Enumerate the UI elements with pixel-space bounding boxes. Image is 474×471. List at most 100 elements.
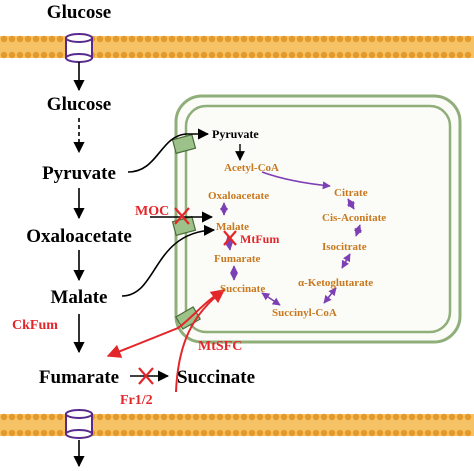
membrane-dot bbox=[264, 413, 272, 421]
membrane-dot bbox=[376, 413, 384, 421]
membrane-dot bbox=[136, 51, 144, 59]
tca-malate-label: Malate bbox=[216, 221, 249, 233]
membrane-dot bbox=[408, 35, 416, 43]
membrane-dot bbox=[408, 51, 416, 59]
moc-label: MOC bbox=[135, 204, 169, 219]
mitochondrion bbox=[174, 94, 462, 344]
membrane-dot bbox=[336, 51, 344, 59]
membrane-dot bbox=[392, 35, 400, 43]
membrane-dot bbox=[272, 413, 280, 421]
transporter-bottom bbox=[65, 409, 93, 439]
membrane-dot bbox=[408, 429, 416, 437]
membrane-dot bbox=[296, 35, 304, 43]
mito-transporter-pyruvate bbox=[171, 133, 197, 155]
membrane-dot bbox=[280, 413, 288, 421]
membrane-dot bbox=[208, 35, 216, 43]
membrane-dot bbox=[176, 35, 184, 43]
membrane-dot bbox=[336, 35, 344, 43]
membrane-dot bbox=[304, 413, 312, 421]
membrane-dot bbox=[176, 429, 184, 437]
membrane-dot bbox=[320, 35, 328, 43]
arrow-malate-export bbox=[121, 224, 216, 297]
membrane-dot bbox=[184, 413, 192, 421]
membrane-dot bbox=[360, 51, 368, 59]
membrane-dot bbox=[152, 429, 160, 437]
membrane-dot bbox=[456, 51, 464, 59]
tca-cis-aconitate-label: Cis-Aconitate bbox=[322, 212, 386, 224]
tca-citrate-label: Citrate bbox=[334, 187, 368, 199]
membrane-dot bbox=[288, 429, 296, 437]
succinate-label: Succinate bbox=[177, 367, 255, 388]
membrane-dot bbox=[200, 429, 208, 437]
membrane-dot bbox=[424, 51, 432, 59]
membrane-dot bbox=[328, 429, 336, 437]
membrane-dot bbox=[408, 413, 416, 421]
membrane-dot bbox=[384, 51, 392, 59]
membrane-dot bbox=[48, 51, 56, 59]
tca-fumarate-label: Fumarate bbox=[214, 253, 261, 265]
membrane-dot bbox=[240, 35, 248, 43]
membrane-dot bbox=[320, 429, 328, 437]
tca-oxaloacetate-label: Oxaloacetate bbox=[208, 190, 269, 202]
membrane-dot bbox=[184, 429, 192, 437]
membrane-dot bbox=[104, 413, 112, 421]
membrane-dot bbox=[96, 413, 104, 421]
membrane-dot bbox=[32, 413, 40, 421]
membrane-dot bbox=[56, 51, 64, 59]
membrane-dot bbox=[256, 35, 264, 43]
membrane-dot bbox=[24, 35, 32, 43]
glucose-outside-label: Glucose bbox=[47, 2, 111, 23]
membrane-dot bbox=[288, 35, 296, 43]
membrane-dot bbox=[0, 413, 8, 421]
membrane-dot bbox=[104, 35, 112, 43]
membrane-dot bbox=[96, 429, 104, 437]
membrane-dot bbox=[344, 51, 352, 59]
glucose-transporter-top bbox=[65, 33, 93, 63]
membrane-dot bbox=[112, 51, 120, 59]
membrane-dot bbox=[312, 429, 320, 437]
arrow-mtsfc-fumarate-import bbox=[175, 289, 226, 393]
membrane-dot bbox=[128, 35, 136, 43]
membrane-dot bbox=[464, 35, 472, 43]
membrane-dot bbox=[432, 413, 440, 421]
membrane-dot bbox=[376, 429, 384, 437]
membrane-dot bbox=[128, 413, 136, 421]
membrane-dot bbox=[216, 413, 224, 421]
membrane-dot bbox=[392, 51, 400, 59]
membrane-dot bbox=[48, 429, 56, 437]
membrane-dot bbox=[304, 429, 312, 437]
membrane-dot bbox=[152, 35, 160, 43]
membrane-dot bbox=[256, 413, 264, 421]
membrane-dot bbox=[16, 35, 24, 43]
membrane-dot bbox=[368, 429, 376, 437]
membrane-dot bbox=[48, 35, 56, 43]
membrane-dot bbox=[392, 413, 400, 421]
membrane-dot bbox=[432, 429, 440, 437]
membrane-dot bbox=[160, 413, 168, 421]
membrane-dot bbox=[456, 429, 464, 437]
membrane-dot bbox=[352, 429, 360, 437]
membrane-dot bbox=[312, 51, 320, 59]
membrane-dot bbox=[56, 35, 64, 43]
mtsfc-label: MtSFC bbox=[198, 339, 242, 354]
membrane-dot bbox=[136, 35, 144, 43]
membrane-dot bbox=[400, 51, 408, 59]
membrane-dot bbox=[104, 51, 112, 59]
membrane-dot bbox=[40, 35, 48, 43]
bottom-membrane bbox=[0, 413, 474, 437]
glucose-inside-label: Glucose bbox=[47, 94, 111, 115]
membrane-dot bbox=[208, 51, 216, 59]
membrane-dot bbox=[296, 429, 304, 437]
membrane-dot bbox=[8, 51, 16, 59]
membrane-dot bbox=[336, 429, 344, 437]
membrane-dot bbox=[144, 51, 152, 59]
membrane-dot bbox=[368, 51, 376, 59]
membrane-dot bbox=[352, 413, 360, 421]
mito-pyruvate-label: Pyruvate bbox=[212, 127, 259, 141]
membrane-dot bbox=[216, 35, 224, 43]
membrane-dot bbox=[208, 413, 216, 421]
membrane-dot bbox=[320, 413, 328, 421]
membrane-dot bbox=[392, 429, 400, 437]
malate-label: Malate bbox=[51, 287, 108, 308]
pyruvate-label: Pyruvate bbox=[42, 163, 116, 184]
